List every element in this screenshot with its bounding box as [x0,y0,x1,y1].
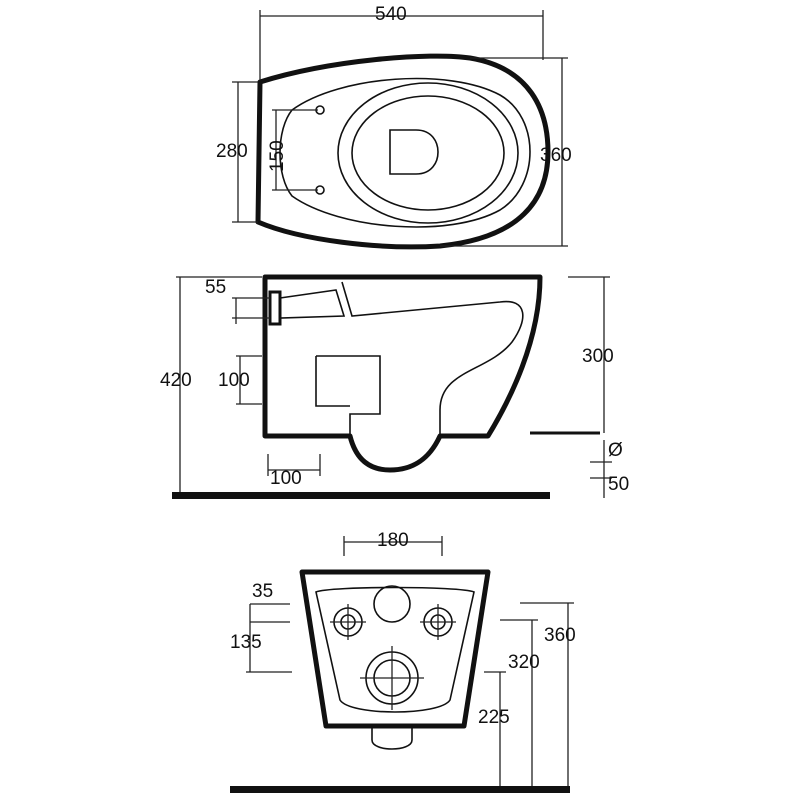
dim-width-280: 280 [216,141,248,162]
dim-waste-100: 100 [218,370,250,391]
dim-height-360: 360 [544,625,576,646]
dim-width-360: 360 [540,145,572,166]
top-view: 540 280 150 360 [216,4,572,250]
dim-height-420: 420 [160,370,192,391]
dim-floor-50: 50 [608,474,629,495]
dim-spacing-150: 150 [267,140,288,172]
dim-spacing-180: 180 [377,530,409,551]
dim-height-320: 320 [508,652,540,673]
side-trap [315,355,381,436]
dim-zero: Ø [608,440,623,461]
dim-height-225: 225 [478,707,510,728]
dim-offset-35: 35 [252,581,273,602]
side-back-plate [268,290,282,326]
dim-offset-100: 100 [270,468,302,489]
dim-pipe-55: 55 [205,277,226,298]
rear-inner-profile [315,586,475,713]
rear-pan-foot [371,726,413,750]
side-bowl-profile [341,281,524,436]
rear-floor-slab [230,786,570,793]
seat-rim [279,77,531,228]
drain-opening [389,129,439,175]
dim-height-135: 135 [230,632,262,653]
rear-inlet-hole [373,585,411,623]
dim-bowl-300: 300 [582,346,614,367]
rear-view-outline [299,569,491,729]
top-view-outline [255,53,551,250]
side-view-outline [262,274,543,473]
dim-length-540: 540 [375,4,407,25]
side-view: 55 420 100 100 300 Ø 50 [160,274,629,499]
rear-view: 180 35 135 360 320 225 [230,530,576,793]
floor-slab [172,492,550,499]
bowl-inner [351,95,505,211]
bowl-rim [337,82,519,224]
